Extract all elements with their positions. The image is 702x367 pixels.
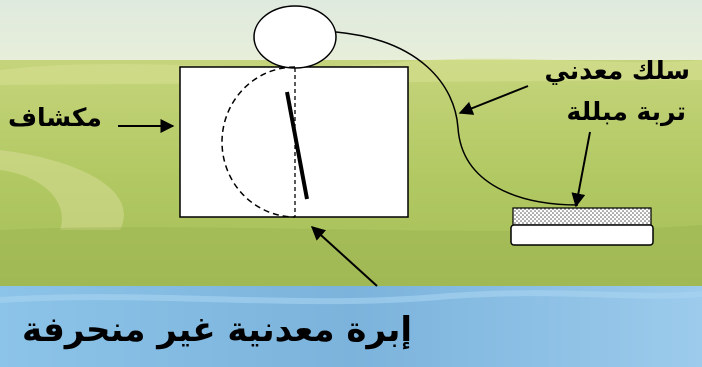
wet-soil-layer — [512, 207, 652, 226]
detector-label: مكشاف — [8, 103, 102, 132]
metal-needle — [285, 91, 309, 200]
arrow-icon — [458, 85, 529, 115]
soil-base — [510, 224, 654, 246]
metal-wire-label: سلك معدني — [544, 56, 690, 85]
detector-box — [179, 66, 409, 218]
detector-scale-arc — [221, 66, 296, 218]
caption-label: إبرة معدنية غير منحرفة — [22, 310, 413, 350]
arrow-icon — [310, 226, 378, 287]
metal-wire — [335, 31, 579, 206]
detector-ball — [253, 5, 337, 69]
meadow-path — [0, 150, 124, 230]
caption-band-wave — [0, 290, 702, 305]
arrow-icon — [571, 131, 591, 208]
wet-soil-label: تربة مبللة — [566, 97, 686, 126]
